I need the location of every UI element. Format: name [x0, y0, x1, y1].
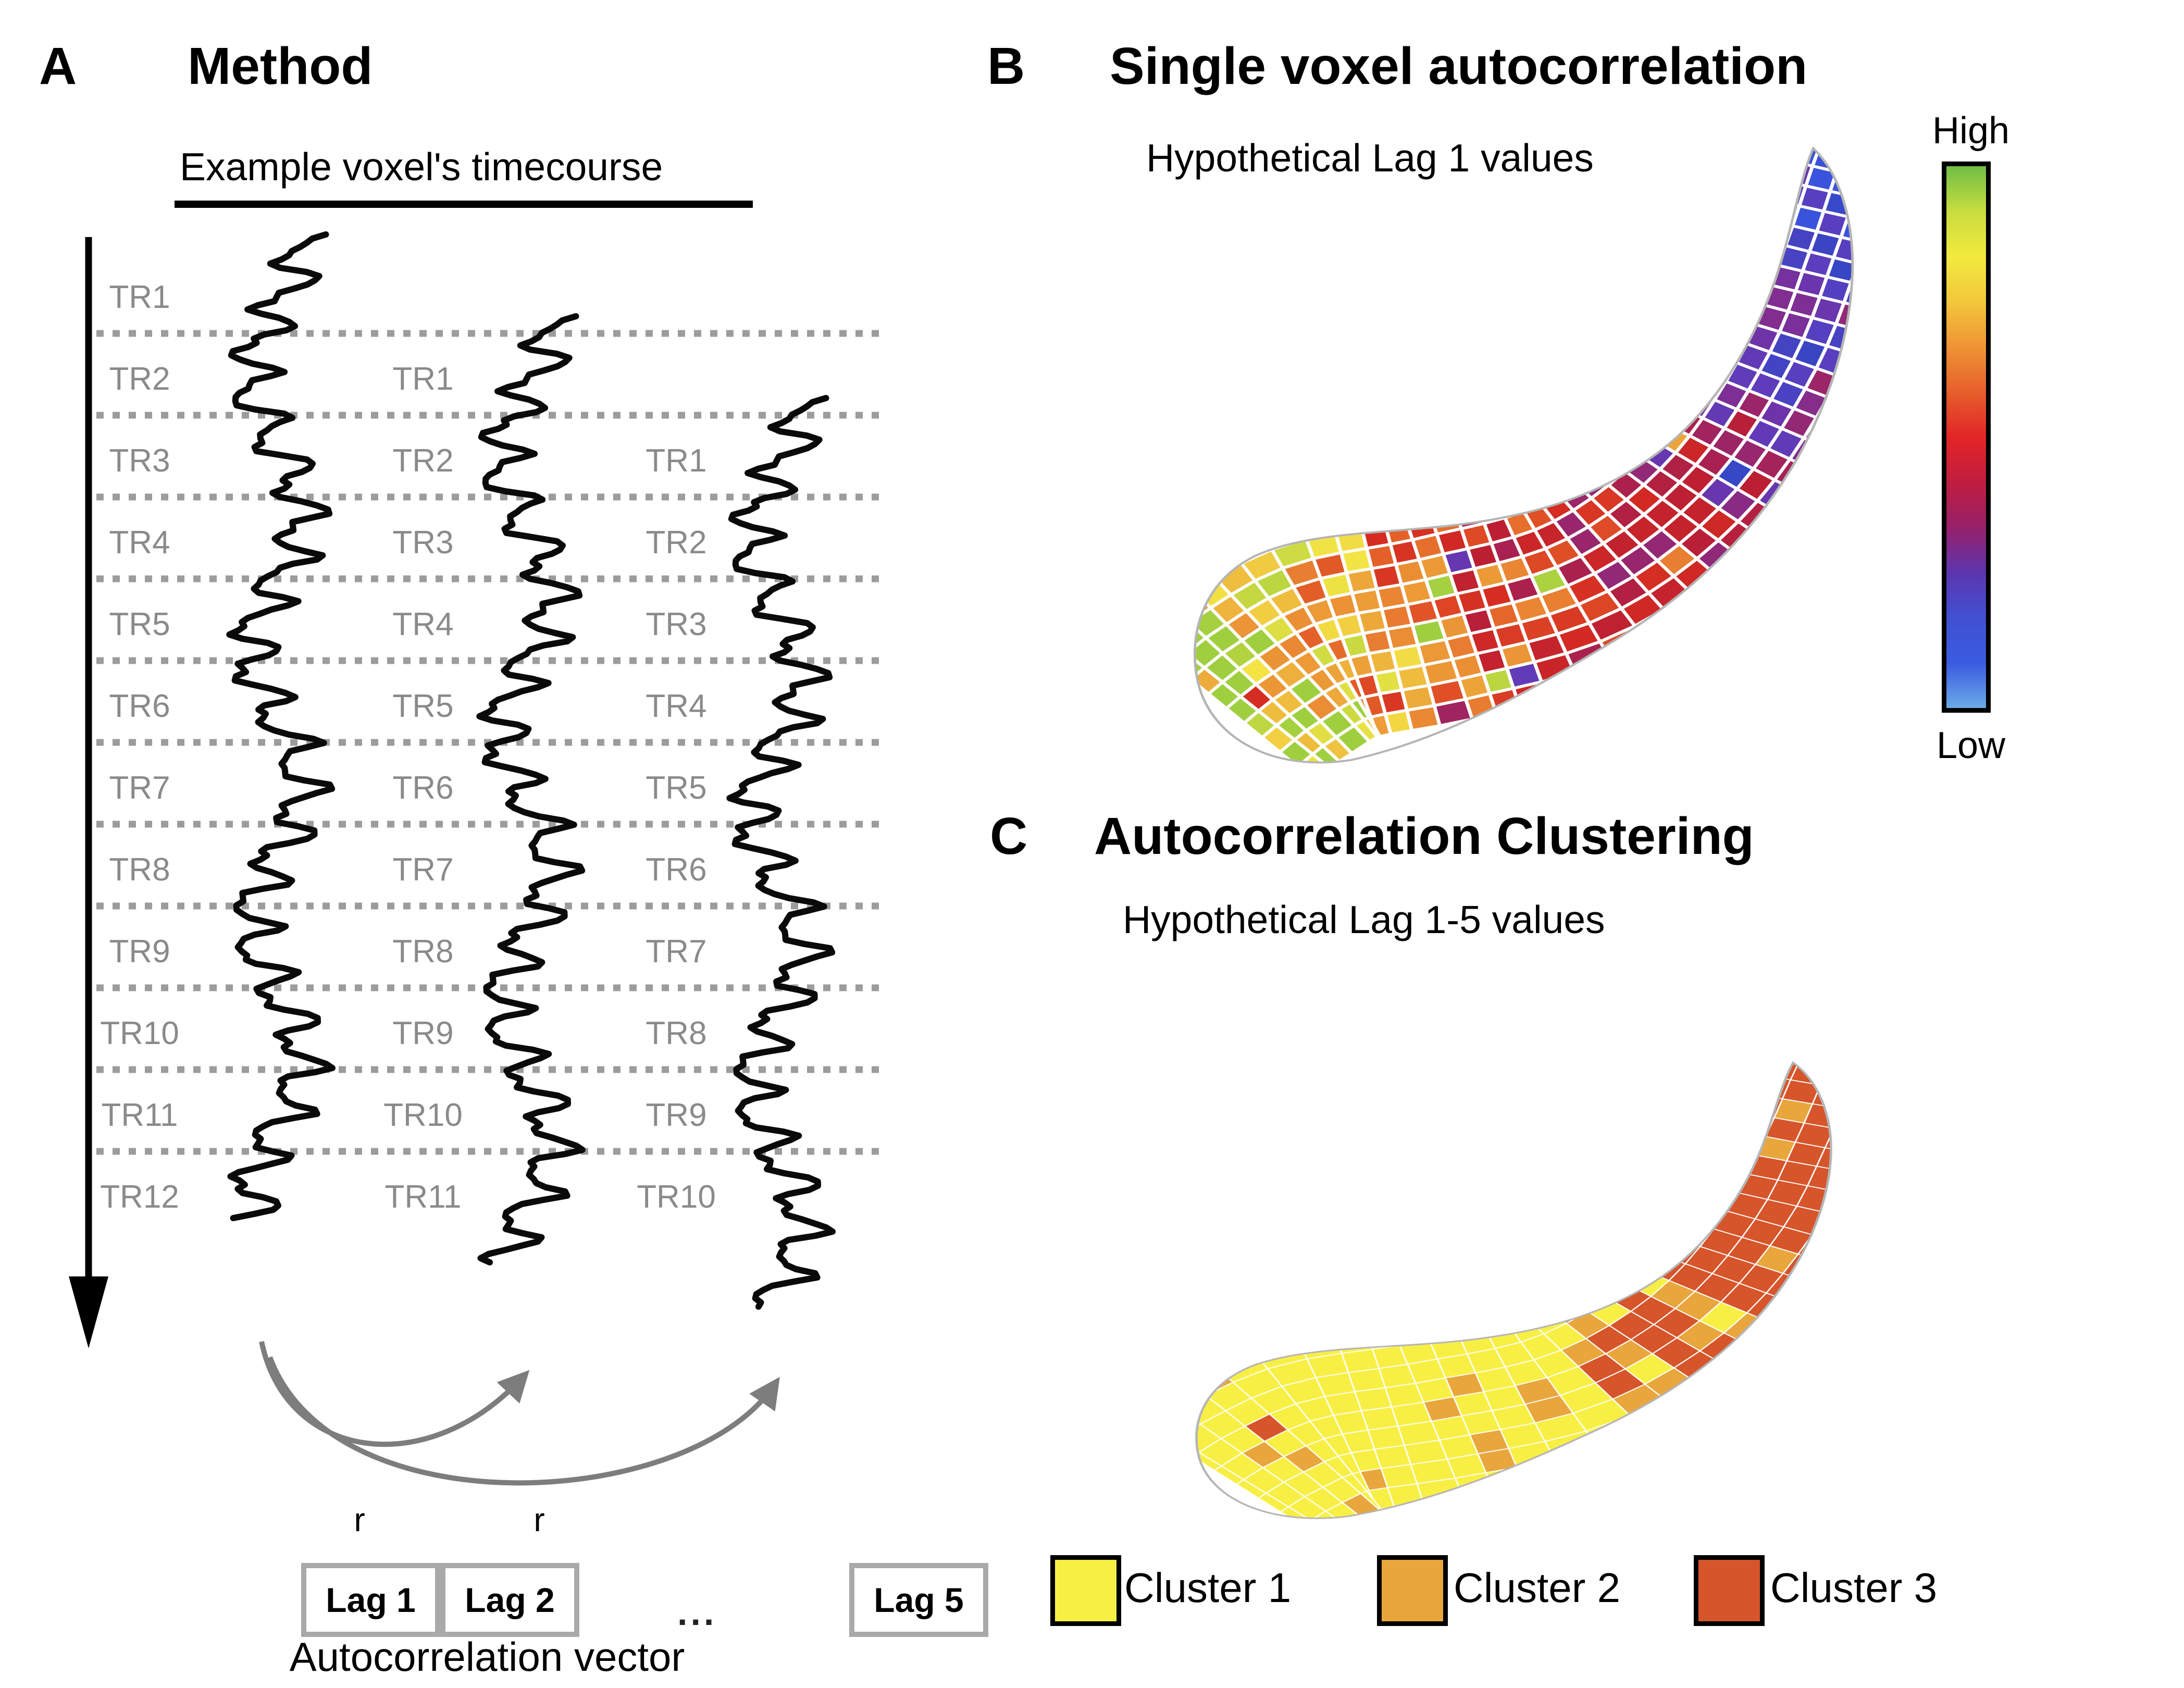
lag1-box: Lag 1 [301, 1563, 440, 1637]
tr-label: TR9 [646, 1097, 707, 1133]
hippocampus-lag1-map [1193, 146, 1854, 764]
tr-label: TR11 [101, 1097, 178, 1133]
tr-label: TR3 [392, 525, 454, 561]
cluster3-swatch [1694, 1555, 1765, 1626]
timecourse-graphic [69, 231, 886, 1486]
lag1-arc [259, 1341, 530, 1447]
panel-a-letter: A [39, 37, 77, 95]
panel-b-letter: B [987, 37, 1025, 95]
cluster1-swatch [1050, 1555, 1121, 1626]
panel-b-title: Single voxel autocorrelation [1110, 37, 1808, 95]
panel-a-caption: Autocorrelation vector [289, 1634, 685, 1680]
tr-label: TR9 [392, 1015, 454, 1051]
panel-a-title: Method [188, 37, 373, 95]
subtitle-underline [175, 201, 753, 208]
hippocampus-outline [1195, 1061, 1832, 1519]
tr-label: TR7 [392, 852, 454, 888]
tr-label: TR6 [109, 688, 170, 724]
voxel-timecourse-wave [726, 395, 836, 1310]
panel-c-letter: C [990, 807, 1028, 865]
tr-label: TR4 [109, 525, 170, 561]
tr-label: TR3 [109, 443, 170, 479]
tr-label: TR7 [646, 934, 707, 970]
tr-label: TR2 [109, 361, 170, 397]
voxel-grid [1195, 148, 1853, 763]
voxel-timecourse-wave [476, 313, 586, 1265]
tr-label: TR5 [109, 606, 170, 642]
panel-c-title: Autocorrelation Clustering [1094, 807, 1754, 865]
tr-label: TR4 [646, 688, 707, 724]
cluster3-label: Cluster 3 [1770, 1565, 1938, 1611]
voxel-grid [1196, 1062, 1831, 1519]
hippocampus-cluster-map [1195, 1061, 1832, 1519]
panel-b-subtitle: Hypothetical Lag 1 values [1146, 136, 1594, 180]
tr-label: TR10 [100, 1015, 179, 1051]
tr-label: TR5 [646, 770, 707, 806]
hippocampus-outline [1193, 146, 1854, 764]
tr-label: TR8 [109, 852, 170, 888]
tr-label: TR6 [392, 770, 454, 806]
tr-label: TR3 [646, 606, 707, 642]
tr-label: TR2 [646, 525, 707, 561]
r-label-2: r [533, 1501, 545, 1538]
tr-label: TR12 [100, 1179, 179, 1215]
tr-label: TR2 [392, 443, 454, 479]
tr-label: TR10 [637, 1179, 716, 1215]
tr-label: TR8 [646, 1015, 707, 1051]
tr-label: TR10 [383, 1097, 463, 1133]
tr-label: TR8 [392, 934, 454, 970]
lag2-arc [267, 1356, 780, 1486]
tr-label: TR6 [646, 852, 707, 888]
time-arrow-head [69, 1276, 108, 1348]
lag-ellipsis: ... [677, 1592, 717, 1633]
tr-label: TR1 [646, 443, 707, 479]
r-label-1: r [354, 1501, 365, 1538]
tr-label: TR1 [392, 361, 454, 397]
colorbar-low-label: Low [1936, 725, 2006, 766]
panel-c-subtitle: Hypothetical Lag 1-5 values [1123, 898, 1605, 941]
colorbar-high-label: High [1932, 110, 2010, 152]
tr-label: TR4 [392, 606, 454, 642]
cluster2-swatch [1377, 1555, 1448, 1626]
colorbar [1942, 162, 1991, 713]
cluster2-label: Cluster 2 [1454, 1565, 1621, 1611]
voxel-timecourse-wave [226, 231, 336, 1221]
panel-a-subtitle: Example voxel's timecourse [180, 145, 663, 189]
tr-label: TR11 [384, 1179, 462, 1215]
tr-label: TR9 [109, 934, 170, 970]
tr-label: TR5 [392, 688, 454, 724]
lag2-box: Lag 2 [440, 1563, 579, 1637]
lag5-box: Lag 5 [849, 1563, 988, 1637]
cluster1-label: Cluster 1 [1124, 1565, 1292, 1611]
tr-label: TR1 [109, 279, 170, 315]
tr-label: TR7 [109, 770, 170, 806]
